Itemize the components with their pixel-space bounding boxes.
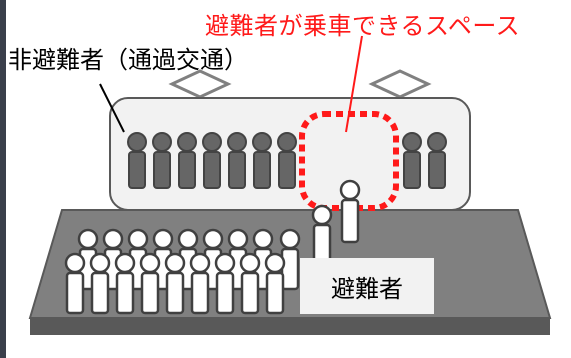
seated-person: [177, 132, 197, 189]
pantograph-right: [368, 69, 432, 99]
seated-person: [202, 132, 222, 189]
seated-person: [277, 132, 297, 189]
evacuee-person: [64, 252, 86, 315]
evacuee-person: [264, 252, 286, 315]
evacuee-person: [164, 252, 186, 315]
evacuee-person: [89, 252, 111, 315]
evacuee-space-label: 避難者が乗車できるスペース: [205, 12, 521, 40]
seated-person: [152, 132, 172, 189]
evacuee-person: [239, 252, 261, 315]
boarding-person: [339, 179, 361, 244]
seated-person: [427, 132, 447, 189]
seated-person: [252, 132, 272, 189]
platform-front: [30, 318, 550, 335]
non-evacuee-label: 非避難者（通過交通）: [8, 46, 248, 74]
left-edge-bar: [0, 0, 6, 358]
evacuee-space-pointer: [345, 35, 363, 133]
boarding-evacuees: [311, 179, 361, 269]
seated-passengers: [127, 132, 447, 189]
evacuee-person: [279, 228, 301, 291]
non-evacuee-pointer: [99, 83, 125, 133]
boarding-person: [311, 204, 333, 269]
pantograph-left: [168, 69, 232, 99]
evacuee-person: [139, 252, 161, 315]
evacuee-person: [114, 252, 136, 315]
seated-person: [227, 132, 247, 189]
seated-person: [127, 132, 147, 189]
evacuee-crowd-front: [64, 252, 286, 315]
seated-person: [402, 132, 422, 189]
evacuee-person: [189, 252, 211, 315]
evacuee-label: 避難者: [300, 258, 434, 314]
evacuee-person: [214, 252, 236, 315]
